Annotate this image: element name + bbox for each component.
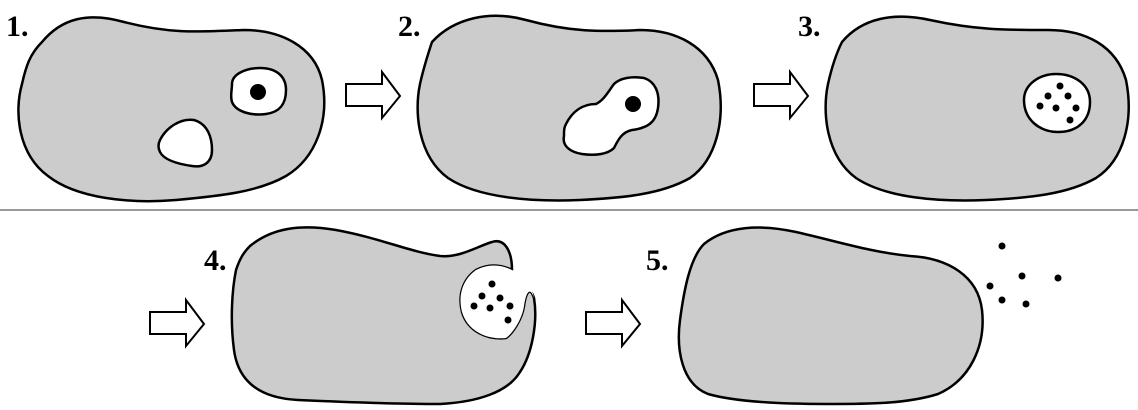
step-3-particle xyxy=(1066,116,1074,124)
step-4-particle xyxy=(488,280,496,288)
step-5-released-particles xyxy=(986,242,1062,308)
step-4: 4. xyxy=(204,226,537,406)
step-5-particle xyxy=(1022,300,1030,308)
step-2-cell xyxy=(416,14,722,202)
step-1-particle xyxy=(250,84,266,100)
step-3-particle xyxy=(1072,104,1080,112)
step-3-vesicle-with-particles xyxy=(1022,72,1092,134)
arrow-2-to-3-icon xyxy=(753,69,810,121)
step-5-particle xyxy=(1018,272,1026,280)
step-2-label: 2. xyxy=(398,10,421,43)
step-5: 5. xyxy=(646,226,1062,406)
step-3-particle xyxy=(1036,102,1044,110)
step-1: 1. xyxy=(6,10,326,203)
step-5-particle xyxy=(986,282,994,290)
step-4-particle xyxy=(478,292,486,300)
arrow-4-to-5-icon xyxy=(585,297,642,349)
step-1-empty-vesicle xyxy=(157,118,214,168)
step-5-cell xyxy=(677,226,984,406)
step-4-particle xyxy=(496,294,504,302)
step-3-particle xyxy=(1044,92,1052,100)
step-3: 3. xyxy=(798,10,1130,202)
step-1-cell xyxy=(17,16,326,203)
step-3-particle xyxy=(1064,92,1072,100)
step-3-particle xyxy=(1056,82,1064,90)
step-4-particle xyxy=(506,302,514,310)
step-2-particle xyxy=(625,96,641,112)
step-4-open-vesicle xyxy=(460,265,534,339)
step-4-particle xyxy=(470,302,478,310)
step-4-particle xyxy=(504,316,512,324)
step-3-particles xyxy=(1036,82,1080,124)
step-5-particle xyxy=(998,242,1006,250)
step-1-label: 1. xyxy=(6,10,29,43)
step-3-cell xyxy=(824,15,1130,202)
step-5-particle xyxy=(998,296,1006,304)
arrow-1-to-2-icon xyxy=(345,69,402,121)
step-4-particles xyxy=(470,280,514,324)
step-4-label: 4. xyxy=(204,244,227,277)
step-4-particle xyxy=(486,304,494,312)
step-2: 2. xyxy=(398,10,722,202)
arrow-3-to-4-icon xyxy=(149,297,206,349)
step-5-label: 5. xyxy=(646,244,669,277)
step-3-particle xyxy=(1052,104,1060,112)
step-5-particle xyxy=(1054,274,1062,282)
step-3-label: 3. xyxy=(798,10,821,43)
